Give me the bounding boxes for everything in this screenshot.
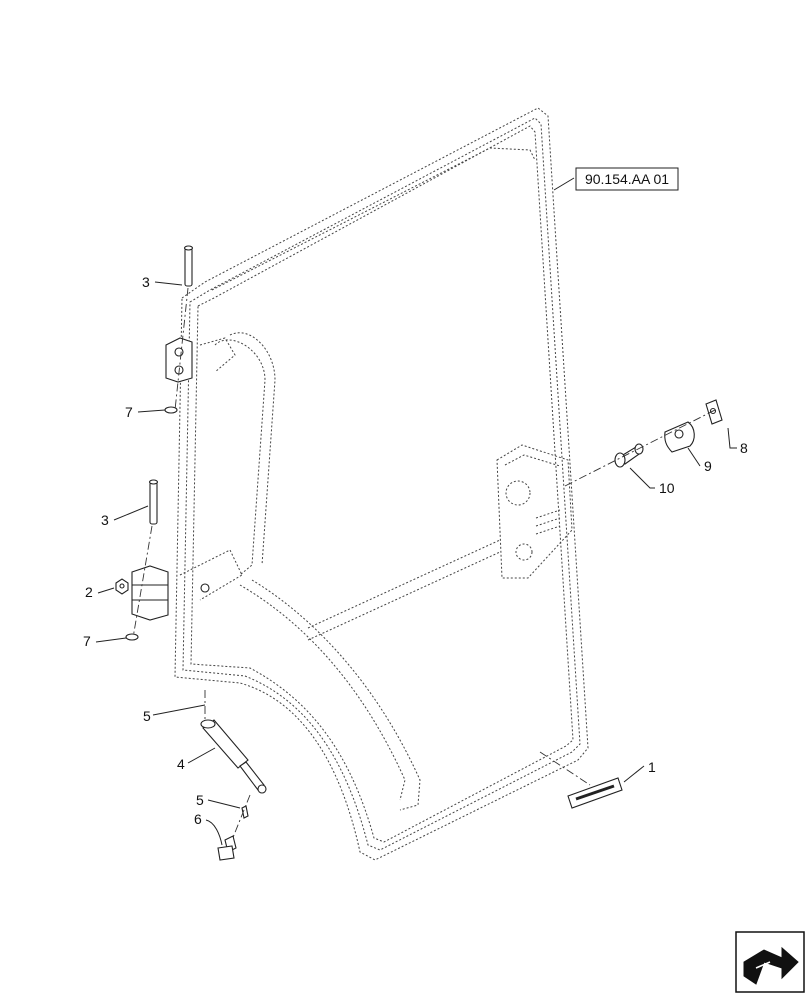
reference-label[interactable]: 90.154.AA 01	[575, 167, 679, 191]
next-page-arrow-icon[interactable]	[735, 931, 805, 993]
upper-hinge	[165, 337, 236, 383]
latch-plate	[705, 399, 723, 425]
callout-6: 6	[194, 811, 202, 827]
latch-housing	[496, 444, 573, 579]
callout-5: 5	[143, 708, 151, 724]
door-frame	[174, 107, 589, 861]
callout-9: 9	[704, 458, 712, 474]
callout-10: 10	[659, 480, 675, 496]
callout-3: 3	[142, 274, 150, 290]
callout-2: 2	[85, 584, 93, 600]
gas-strut	[200, 690, 267, 794]
latch-hook	[664, 421, 695, 453]
grab-handle	[214, 332, 501, 811]
lower-hinge	[131, 549, 243, 621]
callout-4: 4	[177, 756, 185, 772]
callout-5: 5	[196, 792, 204, 808]
callouts: 3 7 3 2 7 5 4 5 6 8 9 10 1	[83, 274, 748, 827]
callout-7: 7	[125, 404, 133, 420]
decal-leader-dash	[539, 751, 591, 786]
leader-lines	[95, 177, 737, 846]
washer-upper	[164, 406, 178, 414]
callout-1: 1	[648, 759, 656, 775]
callout-8: 8	[740, 440, 748, 456]
hinge-pin-upper	[174, 245, 194, 411]
callout-7: 7	[83, 633, 91, 649]
reference-label-text: 90.154.AA 01	[585, 171, 669, 187]
hinge-pin-lower	[132, 479, 159, 639]
striker-pin	[614, 443, 644, 468]
striker-centerline	[564, 409, 716, 487]
callout-3: 3	[101, 512, 109, 528]
decal	[567, 777, 623, 809]
hinge-nut	[115, 578, 129, 595]
strut-bolt	[217, 835, 237, 861]
washer-lower	[125, 633, 139, 641]
